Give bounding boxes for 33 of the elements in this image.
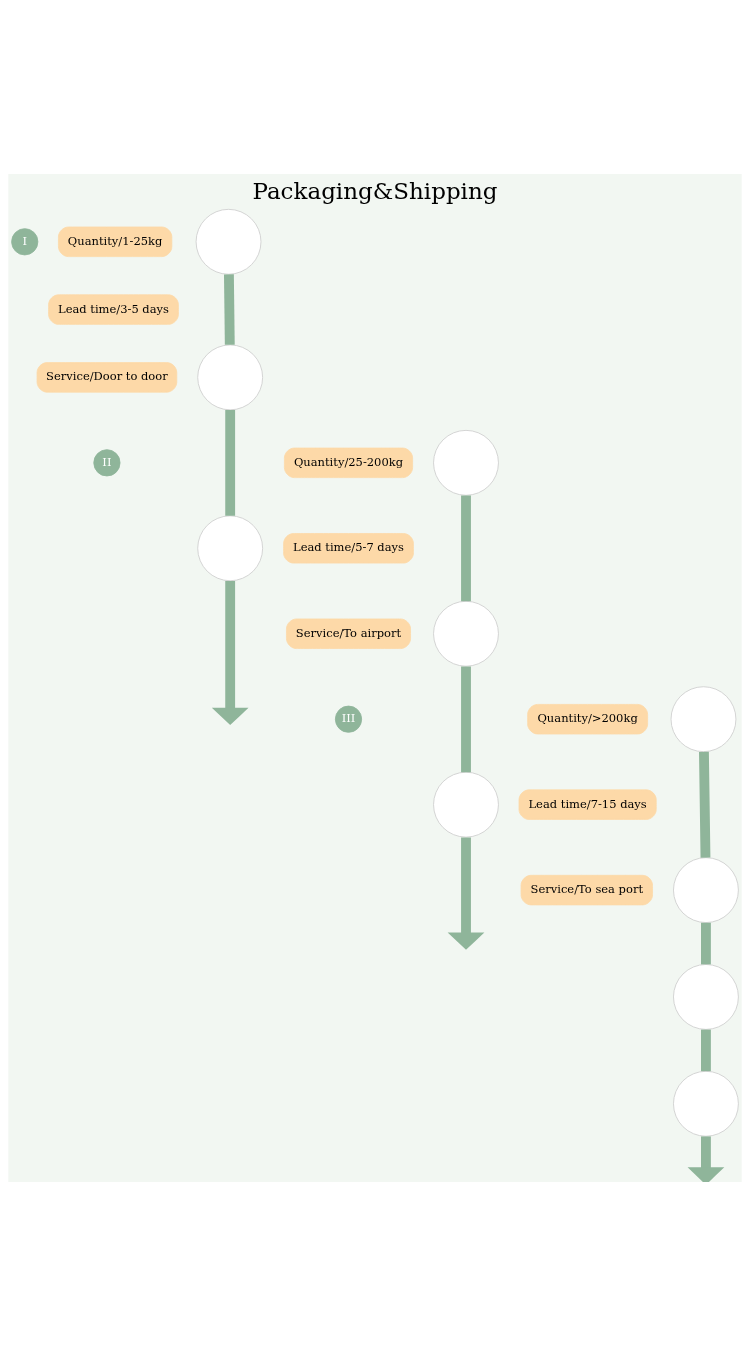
node-circle xyxy=(433,771,499,837)
node-circle xyxy=(197,514,264,581)
node-circle xyxy=(433,600,499,667)
node-circle: II xyxy=(93,448,121,476)
node-circle xyxy=(197,344,264,410)
arrow xyxy=(211,580,249,725)
node-circle: I xyxy=(11,227,39,255)
node-box: Lead time/7-15 days xyxy=(518,788,657,820)
connector xyxy=(701,922,711,964)
connector xyxy=(701,1029,711,1071)
node-circle xyxy=(670,685,737,752)
node-circle xyxy=(673,856,739,923)
connector xyxy=(224,273,235,345)
arrow xyxy=(447,836,485,950)
arrow xyxy=(687,1135,725,1182)
node-circle: III xyxy=(334,705,363,733)
connector xyxy=(461,495,471,601)
node-circle xyxy=(195,208,262,275)
node-circle xyxy=(673,1070,739,1137)
node-circle xyxy=(673,963,739,1030)
node-box: Quantity/25-200kg xyxy=(284,447,413,478)
node-box: Lead time/5-7 days xyxy=(283,532,414,563)
node-circle xyxy=(433,429,499,496)
node-box: Service/To airport xyxy=(286,618,411,649)
connector xyxy=(699,751,711,858)
node-box: Service/Door to door xyxy=(36,361,178,393)
node-box: Service/To sea port xyxy=(520,874,653,905)
diagram-title: Packaging&Shipping xyxy=(252,177,498,204)
node-box: Lead time/3-5 days xyxy=(48,293,179,325)
connector xyxy=(225,409,236,516)
node-box: Quantity/>200kg xyxy=(527,703,648,734)
node-box: Quantity/1-25kg xyxy=(58,226,173,257)
connector xyxy=(461,665,471,772)
